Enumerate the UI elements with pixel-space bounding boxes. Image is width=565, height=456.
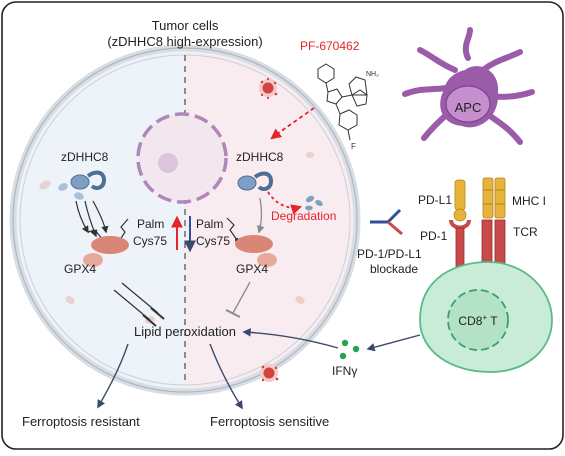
- title-line1: Tumor cells: [152, 18, 219, 33]
- ifn-gamma-icon: [339, 339, 360, 360]
- degradation-label: Degradation: [271, 209, 336, 223]
- right-gpx4-label: GPX4: [236, 262, 268, 276]
- pdl1-receptor: [453, 179, 467, 222]
- tcr-label: TCR: [513, 225, 538, 239]
- drug-structure-icon: [317, 63, 368, 141]
- apc-label: APC: [455, 100, 482, 115]
- right-zdhhc8-icon: [237, 171, 274, 191]
- antibody-icon: [370, 208, 403, 236]
- right-gpx4-protein: [226, 217, 277, 267]
- left-enzyme-arrow: [84, 200, 98, 238]
- nucleus: [136, 112, 228, 204]
- ifn-label: IFNγ: [332, 364, 357, 378]
- right-inhibition-bar: [225, 309, 241, 318]
- left-inhibition-bar: [142, 314, 157, 327]
- lipid-peroxidation-label: Lipid peroxidation: [134, 324, 236, 339]
- drug-particle-icon: [260, 364, 279, 382]
- right-palm-label: Palm: [196, 217, 223, 231]
- left-palm-label: Palm: [137, 217, 164, 231]
- right-inhibition-line: [232, 281, 251, 314]
- sensitive-arrow: [209, 343, 243, 410]
- mhc-label: MHC I: [512, 194, 546, 208]
- cd8-label: CD8+ T: [458, 313, 498, 328]
- drug-particle-icon: [259, 77, 278, 100]
- drug-nh2-label: NH₂: [366, 71, 379, 78]
- tcell-to-ifn-arrow: [366, 334, 421, 352]
- left-enzyme-label: zDHHC8: [61, 150, 109, 164]
- drug-fluorine-label: F: [351, 142, 356, 151]
- left-enzyme-arrow: [75, 200, 89, 234]
- pd1-label: PD-1: [420, 229, 448, 243]
- left-gpx4-protein: [83, 218, 129, 267]
- right-cys-label: Cys75: [196, 234, 230, 248]
- apc-cell: [402, 27, 535, 145]
- right-enzyme-arrow: [257, 197, 265, 234]
- right-enzyme-label: zDHHC8: [236, 150, 284, 164]
- left-zdhhc8-icon: [58, 170, 107, 200]
- title-line2: (zDHHC8 high-expression): [107, 34, 262, 49]
- left-cys-label: Cys75: [133, 234, 167, 248]
- drug-label: PF-670462: [300, 39, 360, 53]
- resistant-arrow: [97, 343, 129, 409]
- left-gpx4-label: GPX4: [64, 262, 96, 276]
- degraded-fragments-icon: [305, 195, 323, 211]
- degradation-arrow: [267, 191, 303, 215]
- blockade-label-line1: PD-1/PD-L1: [357, 247, 422, 261]
- cd8-t-cell: [419, 261, 553, 373]
- left-enzyme-arrow: [92, 200, 109, 234]
- blockade-label-line2: blockade: [370, 262, 418, 276]
- ifn-to-lipid-arrow: [242, 328, 339, 349]
- left-inhibition-bar: [150, 307, 165, 320]
- mhc-receptor: [482, 177, 506, 219]
- outcome-resistant: Ferroptosis resistant: [22, 414, 140, 429]
- pdl1-label: PD-L1: [418, 193, 452, 207]
- outcome-sensitive: Ferroptosis sensitive: [210, 414, 329, 429]
